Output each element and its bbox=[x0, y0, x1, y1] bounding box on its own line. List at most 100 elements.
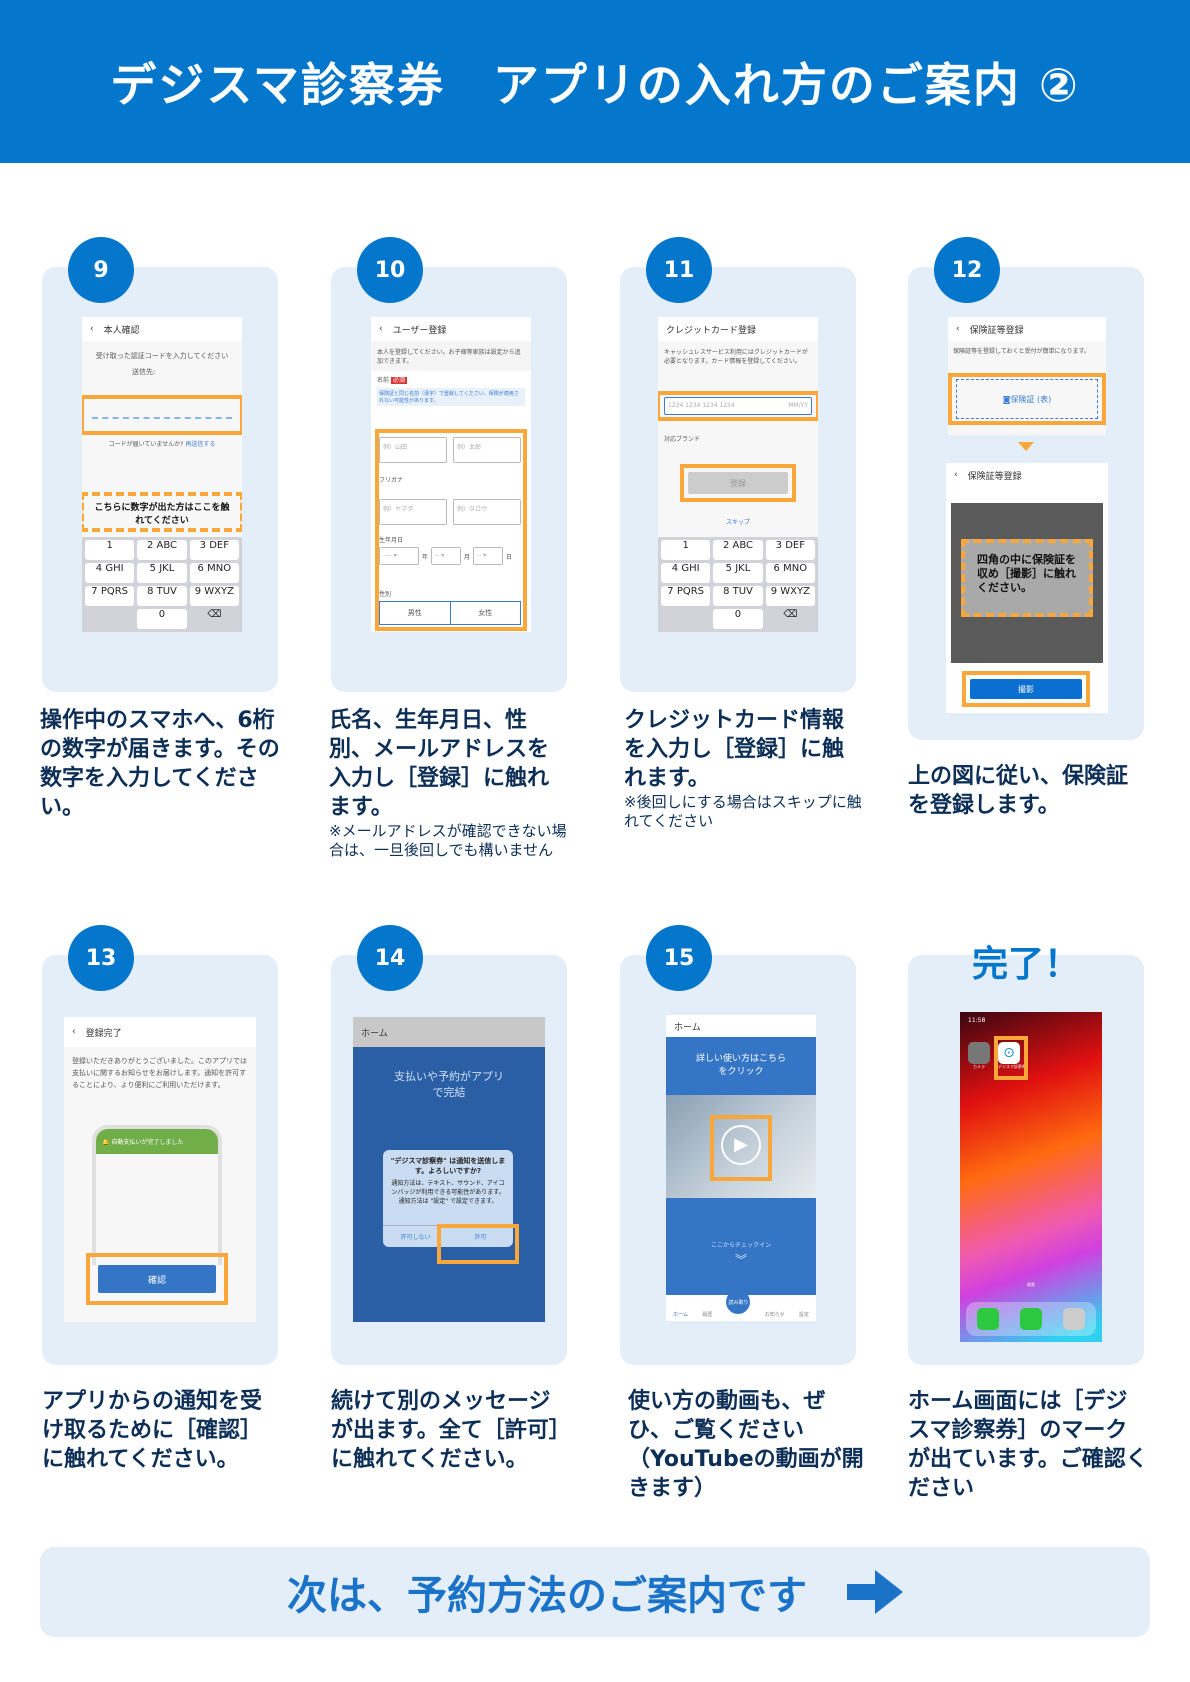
key[interactable]: 0 bbox=[713, 609, 763, 629]
highlight bbox=[994, 1036, 1028, 1080]
year-select[interactable]: ---- ▾ bbox=[379, 547, 419, 565]
skip-link[interactable]: スキップ bbox=[725, 519, 750, 526]
day-label: 日 bbox=[506, 553, 513, 561]
permission-dialog: "デジスマ診察券" は通知を送信します。よろしいですか? 通知方法は、テキスト、… bbox=[383, 1150, 513, 1247]
instruction: 受け取った認証コードを入力してください bbox=[95, 352, 229, 360]
camera-icon: ◙ bbox=[1002, 394, 1011, 404]
phone-screen: クレジットカード登録 キャッシュレスサービス利用にはクレジットカードが必要となり… bbox=[658, 317, 818, 632]
tab-notifications[interactable]: お知らせ bbox=[764, 1312, 785, 1318]
key[interactable]: 5 JKL bbox=[713, 563, 763, 583]
step-number: 10 bbox=[357, 237, 423, 303]
caption-text: クレジットカード情報を入力し［登録］に触れます。 bbox=[624, 708, 845, 791]
shoot-button[interactable]: 撮影 bbox=[970, 679, 1082, 699]
tab-scan[interactable]: 読み取り bbox=[726, 1290, 751, 1314]
step-card-done: 完了！ 11:58 カメラ ⊙デジスマ診察券 検索 bbox=[908, 944, 1144, 1365]
dob-label: 生年月日 bbox=[379, 537, 404, 544]
phone-illustration: 🔔 自動支払いが完了しました bbox=[92, 1125, 222, 1265]
camera-app[interactable]: カメラ bbox=[968, 1042, 990, 1070]
messages-icon[interactable] bbox=[1019, 1308, 1042, 1330]
checkin-label[interactable]: ここからチェックイン bbox=[710, 1242, 771, 1249]
code-input[interactable] bbox=[92, 409, 232, 419]
female-option[interactable]: 女性 bbox=[478, 609, 493, 617]
step-card-15: 15 ホーム 詳しい使い方はこちらをクリック ▶ ここからチェックイン ︾ ホー… bbox=[620, 925, 856, 1365]
key[interactable]: 3 DEF bbox=[189, 540, 239, 560]
instruction: キャッシュレスサービス利用にはクレジットカードが必要となります。カード情報を登録… bbox=[664, 349, 808, 365]
key[interactable]: 7 PQRS bbox=[661, 586, 711, 606]
highlight bbox=[437, 1224, 519, 1264]
down-arrow-icon bbox=[1018, 442, 1034, 451]
male-option[interactable]: 男性 bbox=[380, 602, 451, 624]
key[interactable]: 2 ABC bbox=[137, 540, 187, 560]
phone-icon[interactable] bbox=[976, 1308, 999, 1330]
page-title: デジスマ診察券 アプリの入れ方のご案内 ② bbox=[110, 57, 1080, 112]
name-label: 名前 bbox=[377, 377, 390, 384]
app-icon: ⊙ bbox=[998, 1042, 1020, 1064]
resend-question: コードが届いていませんか? bbox=[108, 441, 184, 448]
key[interactable]: 1 bbox=[85, 540, 135, 560]
delete-key[interactable]: ⌫ bbox=[783, 609, 798, 620]
phone-screen: ‹登録完了 登録いただきありがとうございました。このアプリでは支払いに関するお知… bbox=[64, 1017, 256, 1322]
tab-history[interactable]: 履歴 bbox=[702, 1312, 713, 1318]
key[interactable]: 9 WXYZ bbox=[189, 586, 239, 606]
screen-title: 保険証等登録 bbox=[967, 471, 1022, 482]
brands-label: 対応ブランド bbox=[664, 436, 701, 443]
kana-first-input[interactable]: 例）タロウ bbox=[453, 499, 521, 525]
upload-insurance-card[interactable]: ◙ 保険証 (表) bbox=[956, 379, 1098, 419]
key[interactable]: 6 MNO bbox=[765, 563, 815, 583]
day-select[interactable]: -- ▾ bbox=[473, 547, 504, 565]
key[interactable]: 7 PQRS bbox=[85, 586, 135, 606]
allow-button[interactable]: 許可 bbox=[474, 1234, 487, 1241]
confirm-button[interactable]: 確認 bbox=[98, 1265, 216, 1293]
resend-link[interactable]: 再送信する bbox=[185, 441, 216, 448]
month-select[interactable]: -- ▾ bbox=[431, 547, 462, 565]
phone-screen: ホーム 支払いや予約がアプリで完結 "デジスマ診察券" は通知を送信します。よろ… bbox=[353, 1017, 545, 1322]
step-card-9: 9 ‹本人確認 受け取った認証コードを入力してください 送信先: コードが届いて… bbox=[42, 237, 278, 692]
phone-screen: ‹本人確認 受け取った認証コードを入力してください 送信先: コードが届いていま… bbox=[82, 317, 242, 632]
camera-guide: 四角の中に保険証を収め［撮影］に触れください。 bbox=[961, 539, 1093, 617]
step-caption: アプリからの通知を受け取るために［確認］に触れてください。 bbox=[42, 1389, 263, 1472]
kana-last-input[interactable]: 例）ヤマダ bbox=[379, 499, 447, 525]
screen-title: 本人確認 bbox=[103, 325, 140, 336]
callout[interactable]: こちらに数字が出た方はここを触れてください bbox=[82, 492, 242, 532]
key[interactable]: 6 MNO bbox=[189, 563, 239, 583]
back-icon: ‹ bbox=[954, 470, 958, 480]
search-pill[interactable]: 検索 bbox=[1027, 1282, 1035, 1287]
digisuma-app[interactable]: ⊙デジスマ診察券 bbox=[998, 1042, 1026, 1070]
step-number: 9 bbox=[68, 237, 134, 303]
tab-bar: ホーム 履歴 読み取りお知らせ 設定 bbox=[666, 1290, 816, 1321]
key[interactable]: 4 GHI bbox=[85, 563, 135, 583]
key[interactable]: 2 ABC bbox=[713, 540, 763, 560]
next-guide-banner[interactable]: 次は、予約方法のご案内です bbox=[40, 1547, 1150, 1637]
video-thumbnail[interactable]: ▶ bbox=[666, 1095, 816, 1198]
step-card-10: 10 ‹ユーザー登録 本人を登録してください。お子様等家族は設定から追加できます… bbox=[331, 237, 567, 692]
highlight bbox=[658, 391, 818, 421]
register-button[interactable]: 登録 bbox=[688, 472, 788, 494]
key[interactable]: 4 GHI bbox=[661, 563, 711, 583]
key[interactable]: 1 bbox=[661, 540, 711, 560]
key[interactable]: 5 JKL bbox=[137, 563, 187, 583]
key[interactable]: 3 DEF bbox=[765, 540, 815, 560]
contacts-icon[interactable] bbox=[1063, 1308, 1086, 1330]
delete-key[interactable]: ⌫ bbox=[207, 609, 222, 620]
screen-title: ユーザー登録 bbox=[392, 325, 447, 336]
required-badge: 必須 bbox=[390, 377, 407, 384]
tab-settings[interactable]: 設定 bbox=[798, 1312, 809, 1318]
key[interactable]: 8 TUV bbox=[713, 586, 763, 606]
step-number: 15 bbox=[646, 925, 712, 991]
play-icon[interactable]: ▶ bbox=[721, 1125, 761, 1165]
caption-note: ※後回しにする場合はスキップに触れてください bbox=[624, 793, 862, 830]
key[interactable]: 8 TUV bbox=[137, 586, 187, 606]
deny-button[interactable]: 許可しない bbox=[400, 1234, 431, 1241]
key[interactable]: 0 bbox=[137, 609, 187, 629]
first-name-input[interactable]: 例）太郎 bbox=[453, 437, 521, 463]
last-name-input[interactable]: 例）山田 bbox=[379, 437, 447, 463]
tab-home[interactable]: ホーム bbox=[673, 1312, 688, 1318]
back-icon: ‹ bbox=[90, 324, 94, 334]
highlight bbox=[82, 395, 242, 435]
key[interactable]: 9 WXYZ bbox=[765, 586, 815, 606]
dialog-body: 通知方法は、テキスト、サウンド、アイコンバッジが利用できる可能性があります。通知… bbox=[391, 1180, 505, 1205]
step-caption: クレジットカード情報を入力し［登録］に触れます。※後回しにする場合はスキップに触… bbox=[624, 706, 864, 831]
month-label: 月 bbox=[464, 553, 471, 561]
